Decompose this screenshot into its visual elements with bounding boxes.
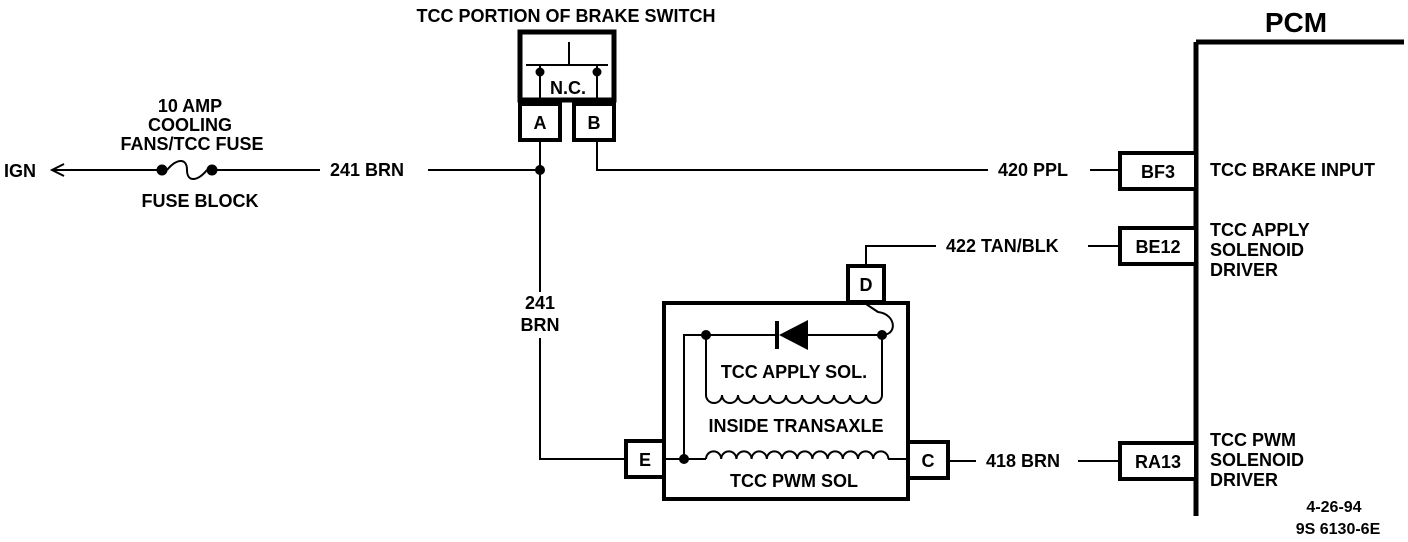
tcc-pwm-driver-line3: DRIVER: [1210, 470, 1278, 490]
apply-solenoid-coil-icon: [705, 383, 883, 404]
diagram-code: 9S 6130-6E: [1296, 521, 1381, 538]
switch-terminal-b-label: B: [588, 113, 601, 133]
tcc-apply-driver-line1: TCC APPLY: [1210, 220, 1310, 240]
pcm-pin-bf3: [1118, 151, 1198, 191]
tcc-apply-driver-line2: SOLENOID: [1210, 240, 1304, 260]
switch-terminal-a-label: A: [534, 113, 547, 133]
ign-wire: [49, 163, 162, 177]
transaxle-terminal-e: [624, 439, 666, 479]
pcm-module-edge: [1193, 39, 1404, 516]
inside-transaxle-label: INSIDE TRANSAXLE: [708, 416, 883, 436]
transaxle-terminal-e-label: E: [639, 450, 651, 470]
brake-switch: [517, 29, 617, 104]
pwm-solenoid-coil-icon: [705, 450, 890, 460]
ign-label: IGN: [4, 161, 36, 181]
wire-241-label: 241 BRN: [330, 160, 404, 180]
wire-420: [596, 140, 988, 171]
wire-422: [865, 245, 936, 266]
tcc-pwm-driver-line2: SOLENOID: [1210, 450, 1304, 470]
tcc-pwm-driver-line1: TCC PWM: [1210, 430, 1296, 450]
wire-418-label: 418 BRN: [986, 451, 1060, 471]
pcm-pin-ra13: [1118, 441, 1198, 481]
fuse-rating: 10 AMP: [158, 96, 222, 116]
diode-icon: [775, 320, 808, 350]
wire-241-vertical-label-color: BRN: [521, 315, 560, 335]
pcm-pin-bf3-label: BF3: [1141, 162, 1175, 182]
transaxle-node-left-top: [701, 330, 711, 340]
fuse-block-label: FUSE BLOCK: [142, 191, 259, 211]
pcm-title: PCM: [1265, 7, 1327, 38]
tcc-brake-input-label: TCC BRAKE INPUT: [1210, 160, 1375, 180]
pcm-pin-be12-label: BE12: [1135, 237, 1180, 257]
normally-closed-label: N.C.: [550, 78, 586, 98]
transaxle-terminal-d: [846, 264, 886, 304]
tcc-apply-sol-label: TCC APPLY SOL.: [721, 362, 867, 382]
transaxle-node-right-top: [877, 330, 887, 340]
transaxle-terminal-d-label: D: [860, 275, 873, 295]
switch-title: TCC PORTION OF BRAKE SWITCH: [417, 6, 716, 26]
pcm-pin-ra13-label: RA13: [1135, 452, 1181, 472]
tcc-apply-driver-line3: DRIVER: [1210, 260, 1278, 280]
fuse-circuit-line1: COOLING: [148, 115, 232, 135]
fuse-icon: [156, 160, 218, 180]
transaxle-node-left-bottom: [679, 454, 689, 464]
diagram-date: 4-26-94: [1306, 499, 1361, 516]
wire-241-vertical-label-num: 241: [525, 293, 555, 313]
wire-422-label: 422 TAN/BLK: [946, 236, 1059, 256]
wire-420-label: 420 PPL: [998, 160, 1068, 180]
switch-terminal-b: [572, 102, 616, 142]
tcc-pwm-sol-label: TCC PWM SOL: [730, 471, 858, 491]
transaxle-terminal-c-label: C: [922, 451, 935, 471]
wire-241-vertical-lower: [539, 338, 626, 460]
fuse-circuit-line2: FANS/TCC FUSE: [120, 134, 263, 154]
